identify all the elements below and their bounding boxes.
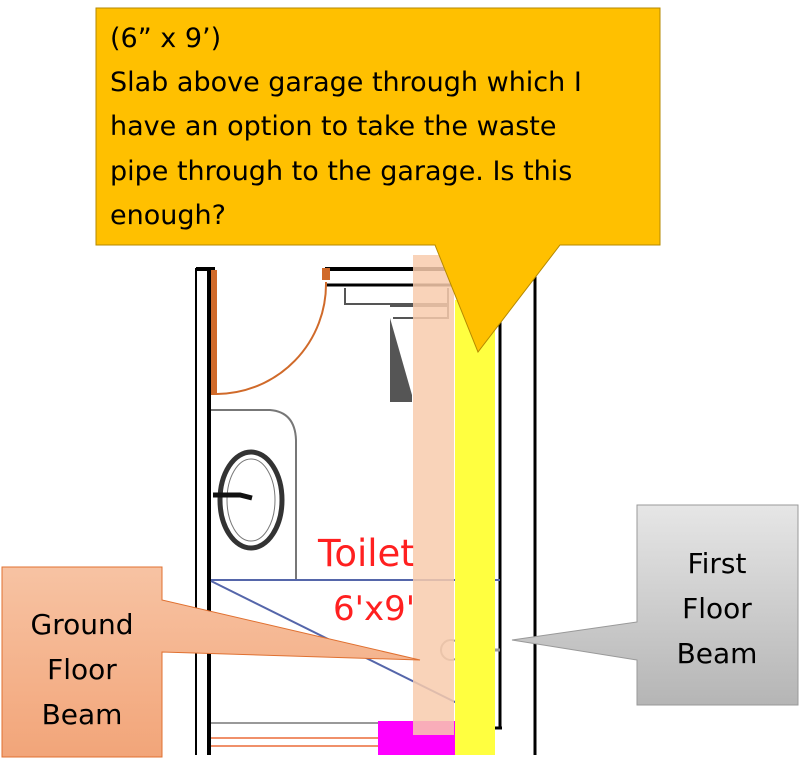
ground-beam-label: Ground [31,608,134,641]
wash-basin [211,409,297,580]
slab-callout-line: Slab above garage through which I [110,67,582,98]
room-size: 6'x9' [333,589,415,629]
door [211,268,330,395]
slab-callout-line: enough? [110,200,226,231]
ground-beam-label: Beam [42,698,123,731]
ground-floor-beam-band [413,255,454,735]
ground-beam-label: Floor [47,653,117,686]
first-floor-beam-callout [511,504,799,706]
first-beam-label: First [688,547,747,580]
slab-callout-line: have an option to take the waste [110,111,557,142]
slab-callout-line: (6” x 9’) [110,23,221,54]
slab-callout-line: pipe through to the garage. Is this [110,156,572,187]
first-beam-label: Beam [677,637,758,670]
first-floor-beam-band [455,300,495,755]
ground-floor-beam-callout [1,566,421,758]
walls [195,267,540,755]
first-beam-label: Floor [682,592,752,625]
slab-callout [95,7,661,354]
room-name: Toilet [317,532,415,575]
